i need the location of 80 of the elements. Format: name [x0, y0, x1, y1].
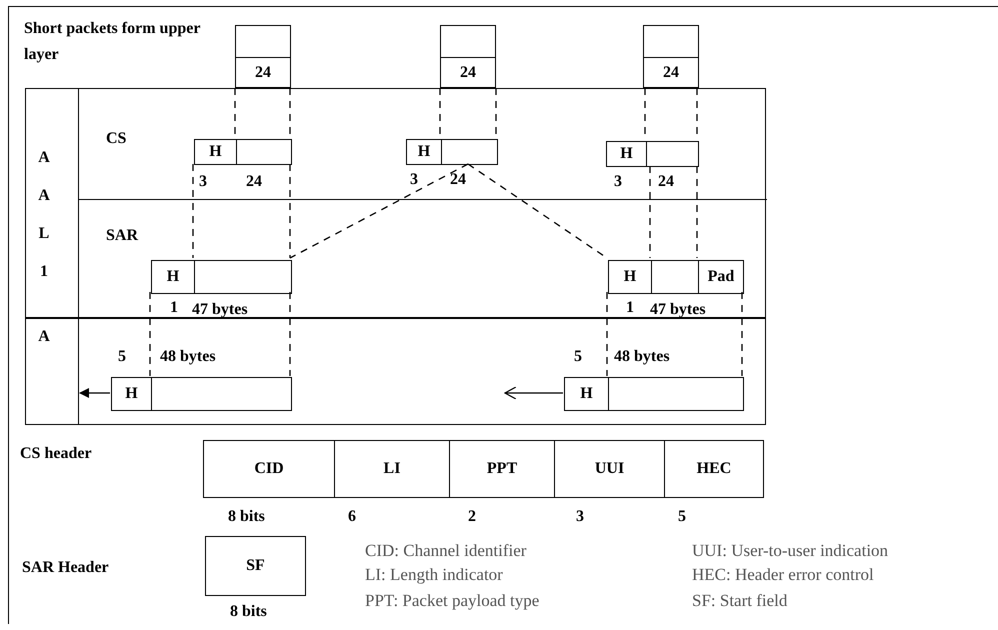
- size-label: 6: [348, 507, 356, 527]
- upper-layer-packet: [235, 25, 291, 88]
- size-label: 1: [170, 298, 178, 318]
- size-label: 2: [468, 507, 476, 527]
- field-name: UUI: [594, 459, 624, 479]
- header-field-label: H: [565, 378, 609, 410]
- abbreviation-note: SF: Start field: [692, 590, 788, 612]
- packet-length: 24: [644, 57, 698, 87]
- projection-line: [741, 292, 743, 376]
- projection-line: [696, 166, 698, 258]
- cs-pdu: [406, 139, 498, 165]
- upper-layer-packet: [643, 25, 699, 88]
- header-field: [665, 440, 764, 498]
- format-title: SAR Header: [22, 558, 109, 578]
- projection-line: [649, 166, 651, 258]
- field-name: PPT: [486, 459, 518, 479]
- field-name: HEC: [696, 459, 732, 479]
- header-field: [205, 536, 306, 596]
- upper-layer-packet: [440, 25, 496, 88]
- projection-line: [289, 292, 291, 376]
- projection-line: [290, 163, 468, 259]
- size-label: 1: [626, 298, 634, 318]
- format-title: CS header: [20, 444, 92, 464]
- field-name: CID: [254, 459, 284, 479]
- header-field-label: H: [607, 142, 647, 166]
- layer-name: A: [37, 327, 51, 347]
- pad-label: Pad: [698, 261, 743, 293]
- size-label: 5: [574, 347, 582, 367]
- packet-length: 24: [236, 57, 290, 87]
- sublayer-name: CS: [106, 129, 126, 149]
- projection-line: [149, 292, 151, 376]
- abbreviation-note: HEC: Header error control: [692, 564, 874, 586]
- atm-cell: [111, 377, 292, 411]
- header-field-label: H: [112, 378, 152, 410]
- abbreviation-note: CID: Channel identifier: [365, 540, 526, 562]
- field-name: LI: [384, 459, 400, 479]
- size-label: 5: [118, 347, 126, 367]
- abbreviation-note: PPT: Packet payload type: [365, 590, 540, 612]
- layer-name: AAL1: [37, 148, 51, 282]
- sublayer-name: SAR: [106, 226, 138, 246]
- packet-length: 24: [441, 57, 495, 87]
- size-label: 5: [678, 507, 686, 527]
- diagram-title: Short packets form upper layer: [24, 19, 202, 65]
- cs-pdu: [606, 141, 699, 167]
- size-label: 3: [576, 507, 584, 527]
- size-label: 47 bytes: [192, 300, 248, 320]
- projection-line: [192, 164, 194, 258]
- header-field: [555, 440, 665, 498]
- size-label: 3: [199, 172, 207, 192]
- arrow: [504, 386, 563, 400]
- size-label: 24: [450, 170, 466, 190]
- atm-cell: [564, 377, 744, 411]
- projection-line: [289, 164, 291, 258]
- header-field: [450, 440, 555, 498]
- sar-pdu: [608, 260, 744, 294]
- size-label: 3: [410, 170, 418, 190]
- sar-pdu: [151, 260, 292, 294]
- cs-pdu: [194, 139, 292, 165]
- size-label: 47 bytes: [650, 300, 706, 320]
- size-label: 3: [614, 172, 622, 192]
- abbreviation-note: LI: Length indicator: [365, 564, 503, 586]
- size-label: 24: [658, 172, 674, 192]
- aal1-layer-band: [25, 88, 766, 318]
- header-field-label: H: [609, 261, 652, 293]
- abbreviation-note: UUI: User-to-user indication: [692, 540, 888, 562]
- header-field: [203, 440, 335, 498]
- header-field-label: H: [407, 140, 442, 164]
- size-label: 8 bits: [228, 507, 265, 527]
- size-label: 48 bytes: [614, 347, 670, 367]
- header-field-label: H: [152, 261, 195, 293]
- size-label: 48 bytes: [160, 347, 216, 367]
- size-label: 24: [246, 172, 262, 192]
- header-field-label: H: [195, 140, 237, 164]
- atm-layer-band: [25, 318, 766, 425]
- arrow: [79, 388, 110, 398]
- field-name: SF: [246, 556, 265, 576]
- header-field: [335, 440, 450, 498]
- cs-header-format: [18, 440, 764, 498]
- projection-line: [606, 292, 608, 376]
- size-label: 8 bits: [230, 602, 267, 622]
